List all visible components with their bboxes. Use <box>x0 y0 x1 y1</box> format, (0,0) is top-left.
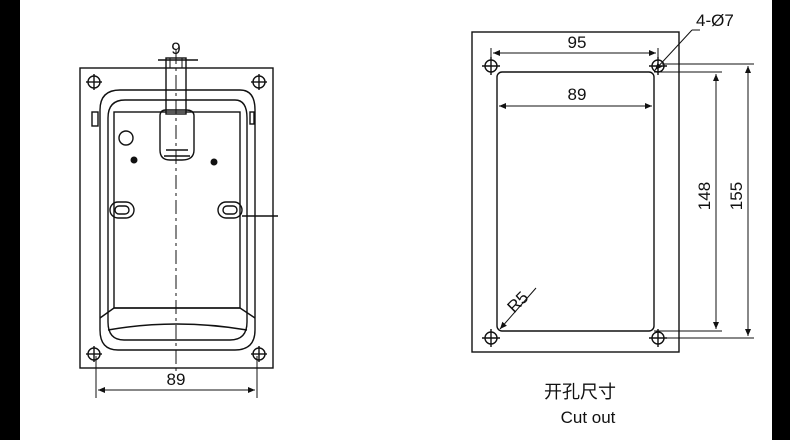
radius-leader <box>499 287 537 330</box>
inner-height-label: 148 <box>695 182 714 210</box>
hole-leader <box>654 29 693 71</box>
outer-width-dimension <box>490 48 659 62</box>
latch-slot-right <box>217 201 243 219</box>
latch-bottom-lip <box>99 307 256 319</box>
cutout-outer-plate <box>471 31 680 353</box>
handle-width-dimension <box>169 58 183 68</box>
latch-round-hole <box>118 130 134 146</box>
latch-side-tab-right <box>249 111 255 125</box>
inner-width-label: 89 <box>568 85 587 104</box>
caption-english: Cut out <box>561 408 616 427</box>
left-width-label: 89 <box>167 370 186 389</box>
left-width-dimension <box>95 356 258 398</box>
hole-label: 4-Ø7 <box>696 11 734 30</box>
radius-label: R5 <box>504 288 533 317</box>
caption-chinese: 开孔尺寸 <box>544 382 616 403</box>
latch-lip-curve <box>107 323 248 331</box>
latch-handle <box>158 57 198 161</box>
latch-side-tab <box>91 111 99 127</box>
latch-dots <box>130 156 218 166</box>
height-dimensions <box>654 63 754 339</box>
latch-slot-left <box>109 201 135 219</box>
latch-pan-inner <box>107 99 248 341</box>
outer-width-label: 95 <box>568 33 587 52</box>
cutout-opening <box>496 71 655 332</box>
latch-corner-holes <box>86 74 267 362</box>
latch-front-view <box>79 50 278 372</box>
drawing-panel <box>20 0 772 440</box>
handle-width-label: 9 <box>171 39 180 58</box>
outer-height-label: 155 <box>727 182 746 210</box>
latch-pan-outline <box>99 89 256 351</box>
